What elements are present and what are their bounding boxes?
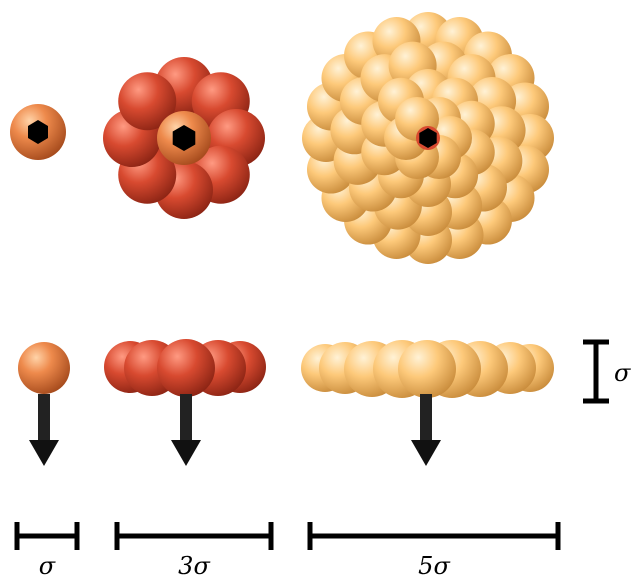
scale-label-medium: 3σ [178, 552, 210, 577]
arrow-down-icon [411, 394, 441, 466]
sphere [398, 340, 456, 398]
arrow-down-icon [171, 394, 201, 466]
thickness-bracket [583, 339, 609, 404]
large-particle-top-view [302, 12, 554, 264]
medium-particle-side-view [104, 339, 266, 397]
scale-bar-small [14, 522, 80, 550]
scale-bar-medium [114, 522, 274, 550]
scale-label-small: σ [39, 552, 56, 577]
scale-bar-large [307, 522, 561, 550]
thickness-label: σ [614, 359, 631, 387]
hexagon-icon [28, 120, 48, 144]
hexagon-icon [172, 125, 196, 151]
small-particle-top-view [10, 104, 66, 160]
arrow-down-icon [29, 394, 59, 466]
sphere [118, 72, 177, 131]
scale-label-large: 5σ [418, 552, 450, 577]
sphere [157, 339, 215, 397]
small-particle-side-view [18, 342, 70, 394]
hexagon-icon [419, 128, 437, 148]
large-particle-side-view [301, 340, 554, 398]
medium-particle-top-view [103, 57, 265, 219]
